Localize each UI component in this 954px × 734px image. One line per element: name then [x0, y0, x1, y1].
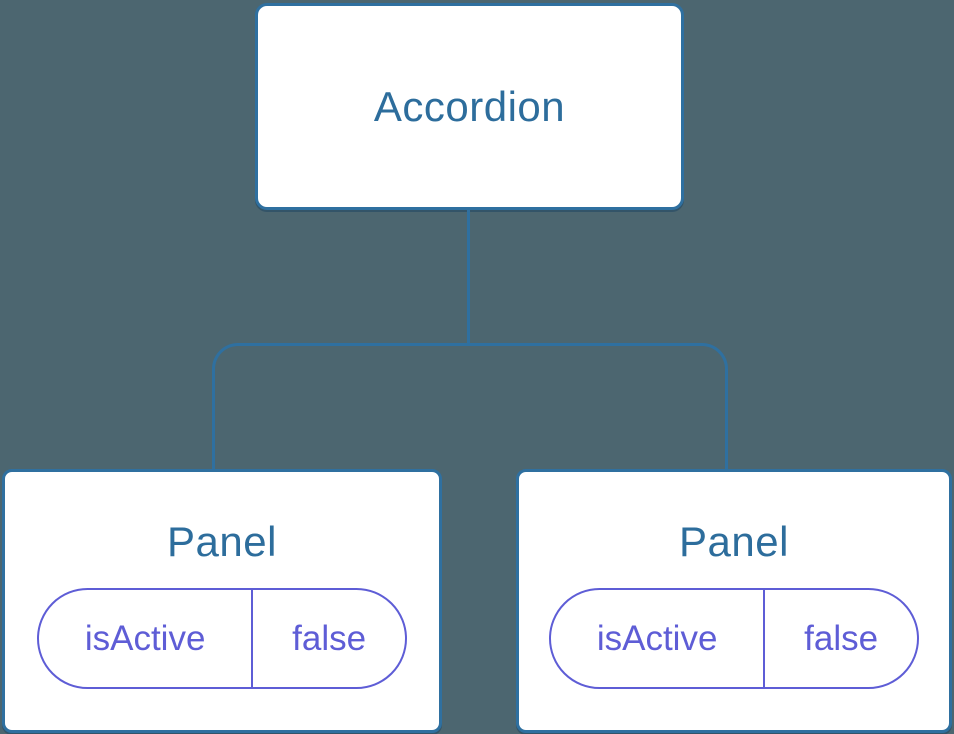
state-value-cell: false [804, 618, 879, 658]
state-pill: isActive false [37, 588, 407, 689]
state-key-cell: isActive [551, 590, 766, 687]
state-key-cell: isActive [39, 590, 254, 687]
panel-node-right: Panel isActive false [516, 469, 952, 733]
connector-line-vertical [467, 210, 470, 344]
state-value-cell: false [292, 618, 367, 658]
accordion-node: Accordion [255, 3, 684, 210]
state-pill: isActive false [549, 588, 919, 689]
connector-bracket [212, 343, 728, 470]
panel-node-left: Panel isActive false [2, 469, 442, 733]
panel-node-label: Panel [679, 518, 789, 565]
panel-node-label: Panel [167, 518, 277, 565]
accordion-node-label: Accordion [373, 82, 566, 130]
